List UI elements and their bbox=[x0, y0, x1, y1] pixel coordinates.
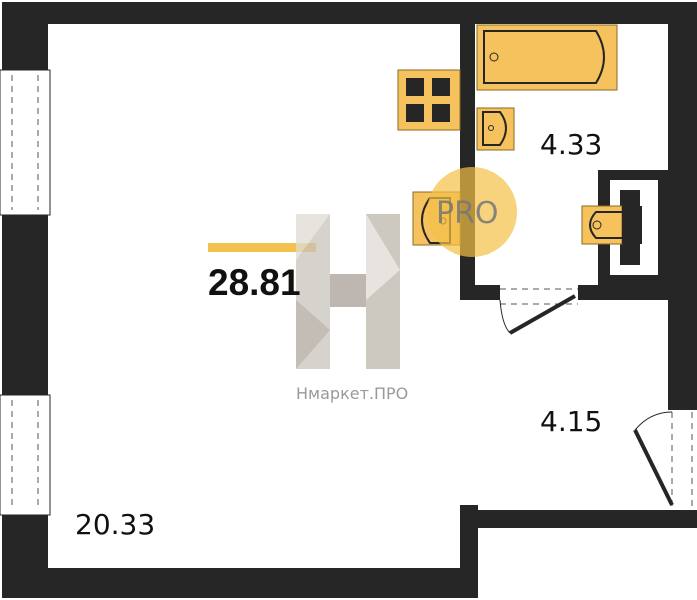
watermark-logo-icon bbox=[296, 214, 400, 369]
total-area: 28.81 bbox=[208, 262, 301, 303]
room-area-bathroom: 4.33 bbox=[540, 128, 603, 161]
bathroom-door bbox=[499, 286, 578, 335]
room-area-hallway: 4.15 bbox=[540, 405, 603, 438]
room-area-living: 20.33 bbox=[75, 508, 156, 541]
total-area-bar bbox=[208, 243, 316, 252]
bathtub bbox=[476, 24, 618, 91]
bathroom-sink bbox=[476, 107, 515, 151]
toilet bbox=[581, 205, 642, 245]
stove bbox=[397, 69, 461, 131]
pro-badge-icon bbox=[427, 167, 517, 257]
pro-badge-text: PRO bbox=[436, 196, 499, 231]
window-lower bbox=[0, 394, 51, 516]
window-upper bbox=[0, 69, 51, 216]
watermark-text: Нмаркет.ПРО bbox=[296, 384, 409, 403]
entrance-door bbox=[633, 410, 697, 510]
